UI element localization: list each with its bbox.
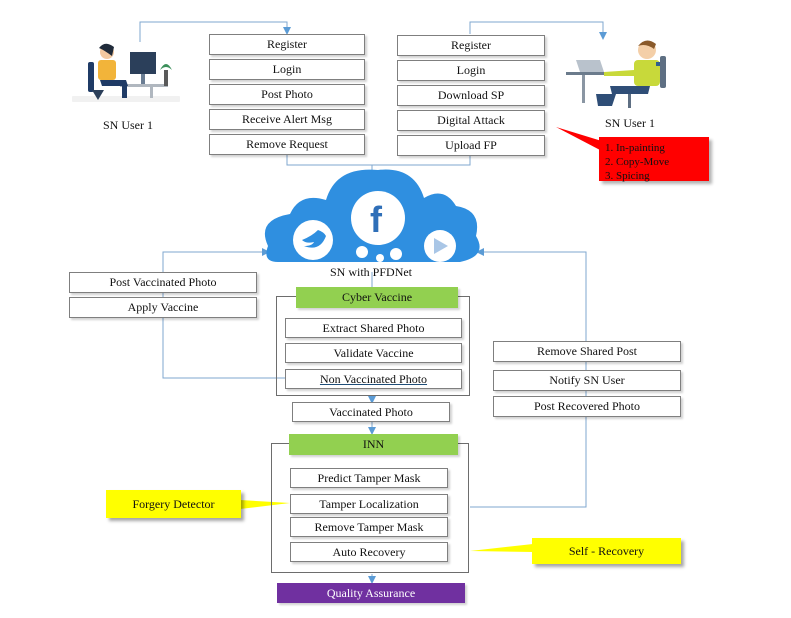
post-vaccinated-photo-box[interactable]: Post Vaccinated Photo [69, 272, 257, 293]
right-action-register[interactable]: Register [397, 35, 545, 56]
non-vaccinated-photo-label: Non Vaccinated Photo [319, 371, 428, 386]
left-action-register[interactable]: Register [209, 34, 365, 55]
extract-shared-photo-step[interactable]: Extract Shared Photo [285, 318, 462, 338]
vaccinated-photo-box[interactable]: Vaccinated Photo [292, 402, 450, 422]
left-action-remove-request[interactable]: Remove Request [209, 134, 365, 155]
quality-assurance-box[interactable]: Quality Assurance [277, 583, 465, 603]
validate-vaccine-step[interactable]: Validate Vaccine [285, 343, 462, 363]
attack-types-callout: 1. In-painting 2. Copy-Move 3. Spicing [599, 137, 709, 182]
svg-text:f: f [370, 199, 383, 240]
attack-item: 2. Copy-Move [605, 156, 670, 168]
connector-right-column-down [372, 155, 471, 166]
cyber-vaccine-title: Cyber Vaccine [296, 287, 458, 308]
facebook-icon [351, 191, 405, 245]
apply-vaccine-box[interactable]: Apply Vaccine [69, 297, 257, 318]
social-network-cloud-icon: f [264, 169, 480, 262]
inn-title: INN [289, 434, 458, 455]
attack-item: 3. Spicing [605, 170, 650, 182]
callout-pointer-recovery [470, 544, 533, 552]
left-action-post-photo[interactable]: Post Photo [209, 84, 365, 105]
right-action-login[interactable]: Login [397, 60, 545, 81]
left-user-label: SN User 1 [103, 118, 153, 132]
connector-left-user [139, 21, 291, 42]
attack-item: 1. In-painting [605, 142, 665, 154]
remove-tamper-mask-step[interactable]: Remove Tamper Mask [290, 517, 448, 537]
self-recovery-callout: Self - Recovery [532, 538, 681, 564]
auto-recovery-step[interactable]: Auto Recovery [290, 542, 448, 562]
user-at-desk-icon [72, 43, 180, 102]
left-action-receive-alert[interactable]: Receive Alert Msg [209, 109, 365, 130]
right-user-label: SN User 1 [605, 116, 655, 130]
connector-left-column-down [286, 155, 372, 166]
post-recovered-photo-box[interactable]: Post Recovered Photo [493, 396, 681, 417]
right-action-download-sp[interactable]: Download SP [397, 85, 545, 106]
non-vaccinated-photo-step[interactable]: Non Vaccinated Photo [285, 369, 462, 389]
right-action-digital-attack[interactable]: Digital Attack [397, 110, 545, 131]
notify-sn-user-box[interactable]: Notify SN User [493, 370, 681, 391]
callout-pointer-attacks [556, 127, 605, 150]
remove-shared-post-box[interactable]: Remove Shared Post [493, 341, 681, 362]
predict-tamper-mask-step[interactable]: Predict Tamper Mask [290, 468, 448, 488]
cloud-label: SN with PFDNet [330, 265, 413, 279]
user-at-laptop-icon [566, 40, 666, 108]
left-action-login[interactable]: Login [209, 59, 365, 80]
right-action-upload-fp[interactable]: Upload FP [397, 135, 545, 156]
tamper-localization-step[interactable]: Tamper Localization [290, 494, 448, 514]
forgery-detector-callout: Forgery Detector [106, 490, 241, 518]
callout-pointer-forgery [240, 500, 290, 509]
connector-right-user [469, 21, 607, 40]
